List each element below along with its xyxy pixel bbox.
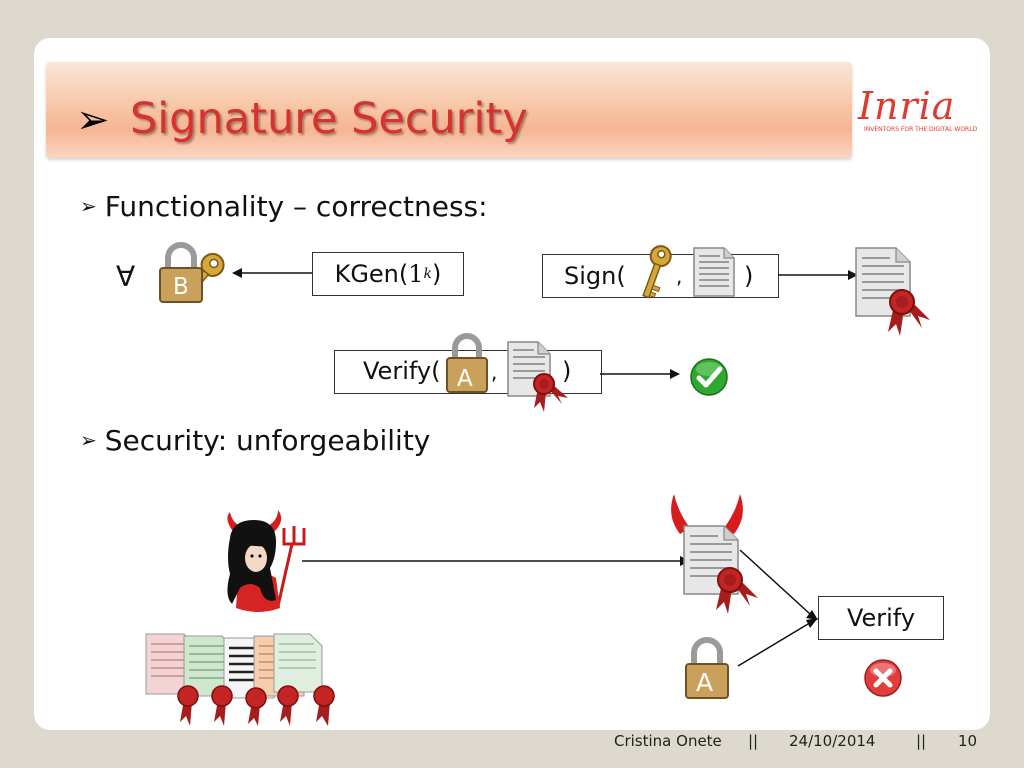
verify-close: ): [562, 357, 572, 385]
arrow-kgen-to-key: [232, 268, 312, 278]
signed-documents-stack-icon: [145, 633, 335, 726]
footer-page-number: 10: [958, 732, 978, 750]
arrows-into-verify: [737, 549, 818, 667]
forged-document-icon: [683, 525, 758, 614]
bullet-text: Functionality – correctness:: [104, 190, 488, 223]
adversary-devil-icon: [227, 510, 306, 612]
forall-symbol: ∀: [116, 260, 136, 293]
arrow-adversary-to-forgery: [302, 556, 690, 566]
inria-logo: Inria INVENTORS FOR THE DIGITAL WORLD: [852, 82, 988, 138]
signed-document-icon: [855, 247, 930, 336]
lock-b-label: B: [173, 274, 189, 300]
bullet-arrow-icon: ➢: [80, 194, 97, 218]
footer-separator: ||: [916, 732, 927, 750]
sign-close: ): [744, 262, 754, 290]
check-icon: [690, 358, 728, 396]
footer-separator: ||: [748, 732, 759, 750]
bullet-functionality: ➢ Functionality – correctness:: [80, 190, 488, 223]
footer-date: 24/10/2014: [789, 732, 876, 750]
verify-comma: ,: [491, 360, 498, 384]
bullet-text: Security: unforgeability: [104, 424, 431, 457]
arrow-sign-to-doc: [778, 270, 858, 280]
key-icon: [642, 245, 672, 299]
page-title: Signature Security: [130, 94, 528, 144]
sign-open: Sign(: [564, 262, 626, 290]
footer-author: Cristina Onete: [614, 732, 722, 750]
kgen-prefix: KGen(: [334, 260, 409, 288]
sign-comma: ,: [676, 264, 683, 288]
padlock-icon: [446, 333, 488, 393]
verify-lock-label: A: [457, 366, 473, 392]
verify-open: Verify(: [363, 357, 441, 385]
padlock-icon: [159, 242, 203, 303]
logo-wordmark: Inria: [858, 84, 956, 128]
title-arrow-icon: ➢: [76, 97, 110, 143]
padlock-icon: [685, 637, 729, 699]
kgen-suffix: ): [432, 260, 442, 288]
kgen-arg: 1: [408, 260, 424, 288]
bullet-security: ➢ Security: unforgeability: [80, 424, 430, 457]
cross-icon: [864, 659, 902, 697]
kgen-sup: k: [423, 266, 433, 282]
lock-a-label: A: [696, 668, 714, 697]
verify-oracle-label: Verify: [846, 604, 916, 632]
bullet-arrow-icon: ➢: [80, 428, 97, 452]
arrow-verify-to-check: [600, 369, 680, 379]
document-icon: [693, 247, 735, 297]
title-bar: [46, 62, 852, 158]
logo-tagline: INVENTORS FOR THE DIGITAL WORLD: [864, 126, 978, 133]
devil-horns-icon: [671, 494, 743, 534]
verify-oracle-box: Verify: [818, 596, 944, 640]
signed-document-icon: [507, 341, 568, 412]
